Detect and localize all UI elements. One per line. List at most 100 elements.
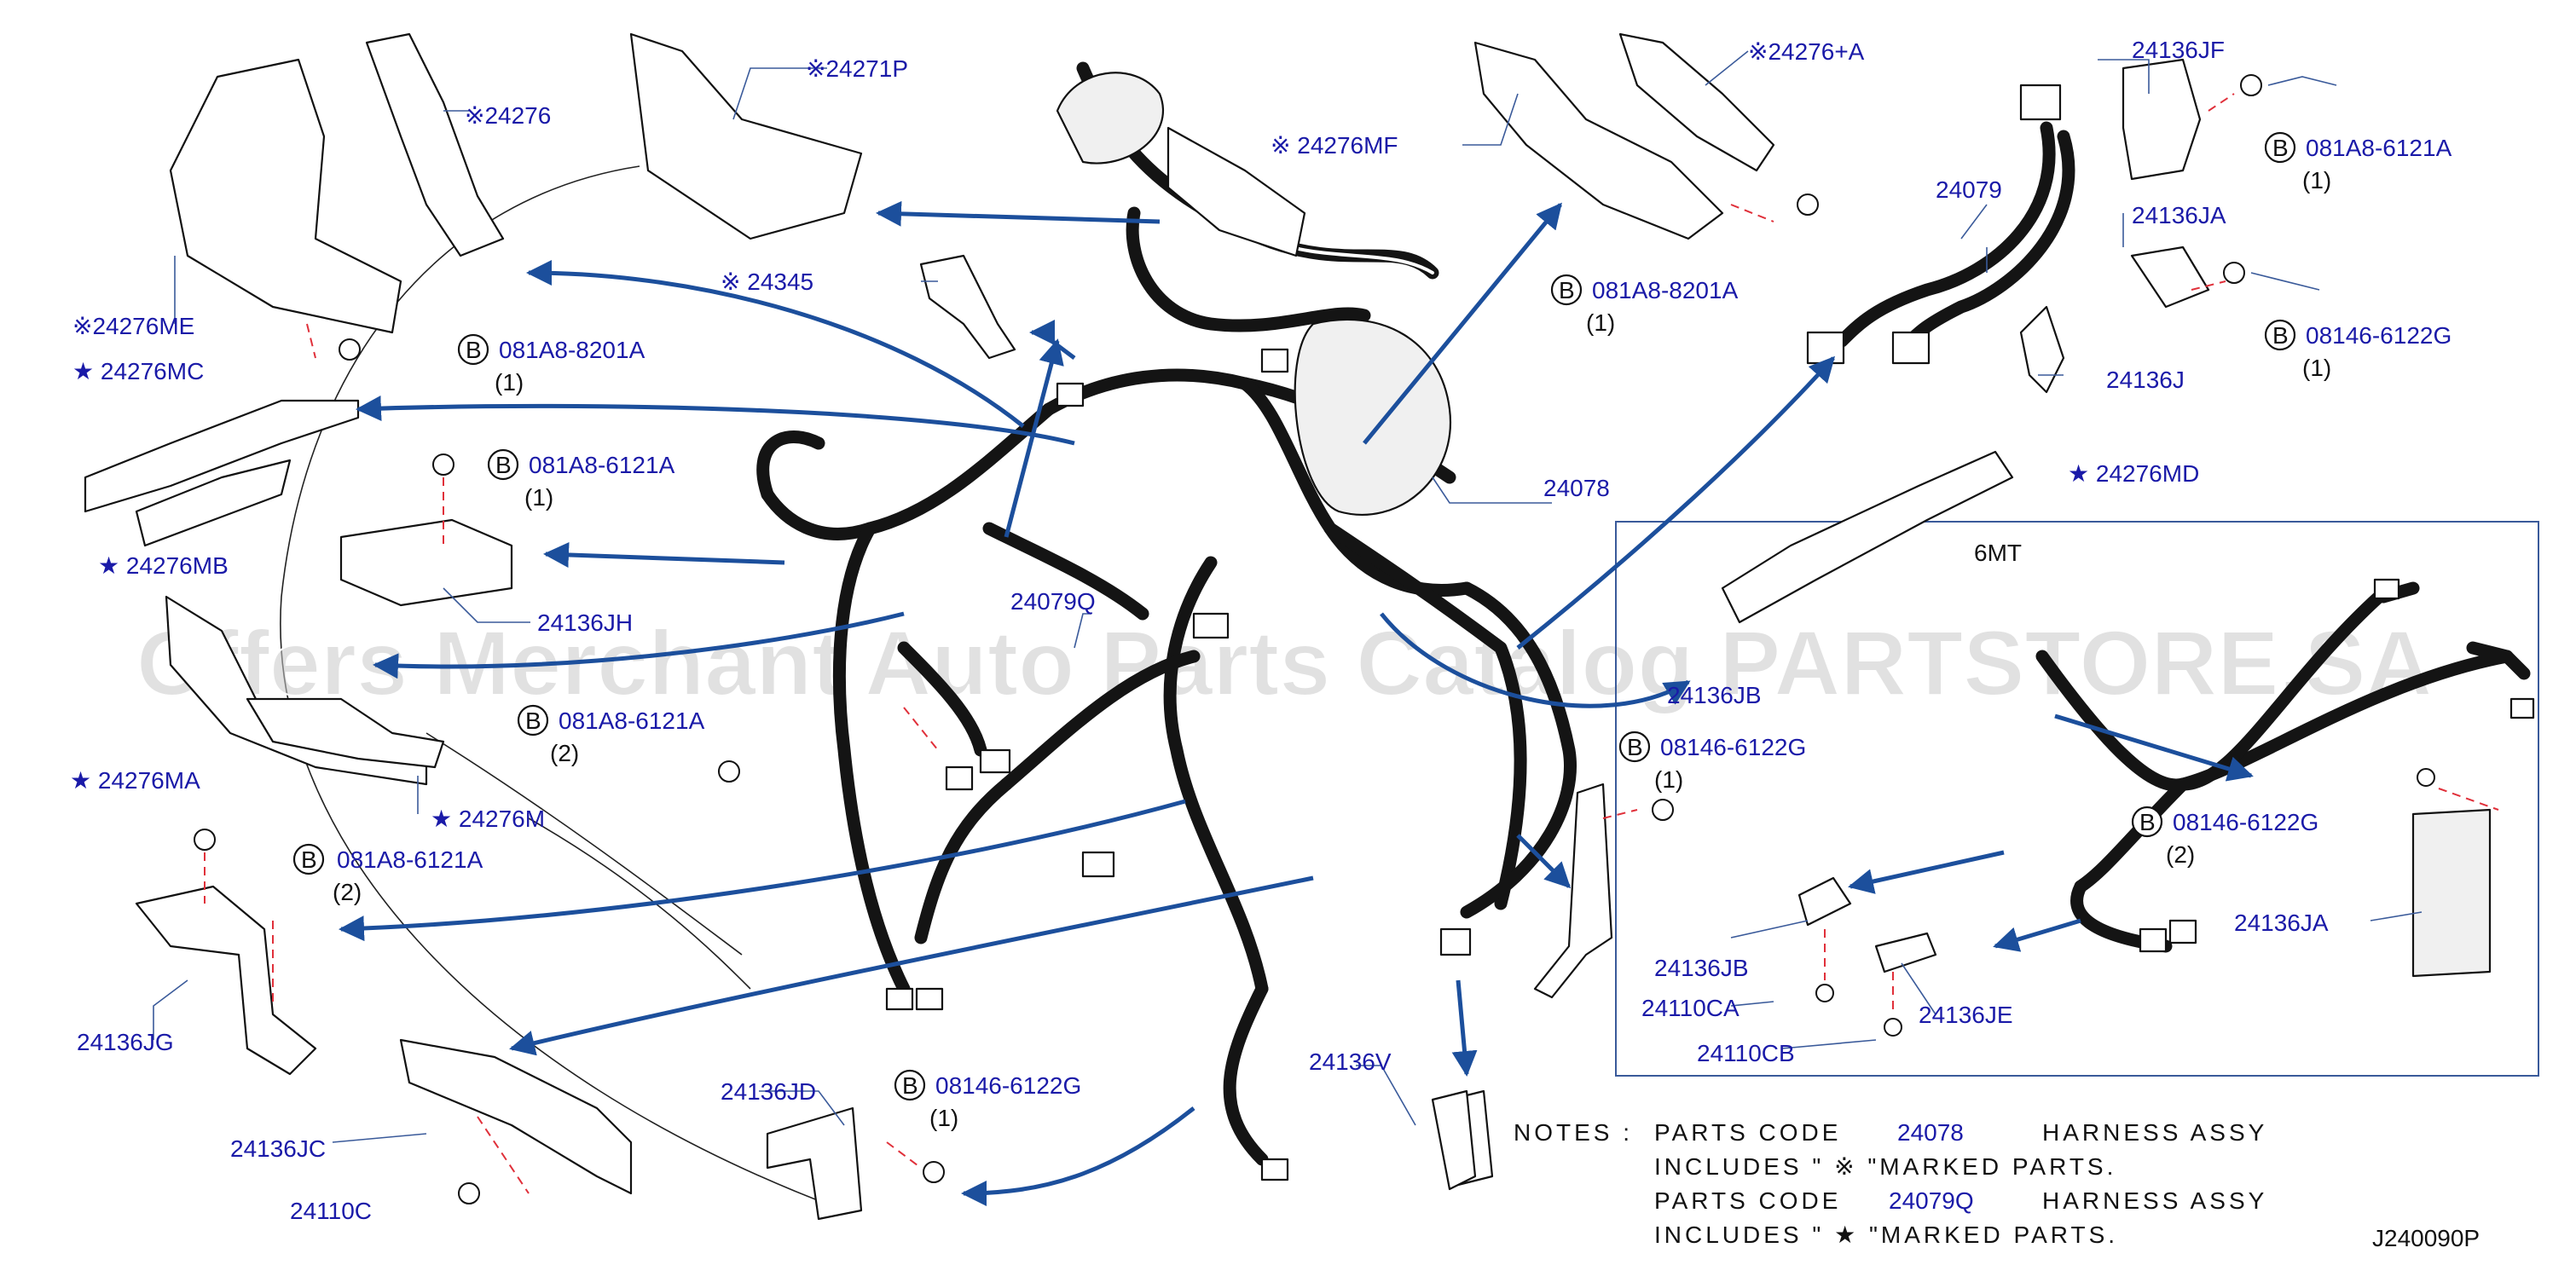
part-labels: ※24276 ※24271P ※ 24276MF ※24276+A ※ 2434…: [70, 37, 2329, 1224]
inset-connector: [2168, 919, 2197, 944]
label-24136JA-top: 24136JA: [2132, 202, 2226, 228]
cover-24276MF: [1473, 41, 1724, 240]
fastener-code: 08146-6122G: [935, 1072, 1081, 1099]
clip-24276M: [246, 697, 445, 769]
bolt-badge-icon: [292, 843, 325, 875]
bracket-24136JD: [766, 1106, 863, 1221]
fastener-qty: (1): [495, 369, 524, 396]
label-24276ME: ※24276ME: [72, 313, 194, 339]
connector: [1260, 1158, 1289, 1181]
watermark: Offers Merchant Auto Parts Catalog PARTS…: [136, 611, 2432, 714]
bolt-badge-icon: [894, 1069, 926, 1101]
label-24136JC: 24136JC: [230, 1135, 326, 1162]
fastener-code: 08146-6122G: [2173, 809, 2318, 835]
connector: [1056, 382, 1085, 407]
callout-081A8-6121A-right: B 081A8-6121A (1): [2264, 131, 2452, 194]
inset-connector: [2139, 927, 2168, 953]
bolt-icon: [718, 760, 740, 783]
label-24136JB-main: 24136JB: [1667, 682, 1762, 708]
bracket-24136JF: [2122, 58, 2202, 181]
cover-24276: [365, 32, 505, 257]
connector: [1891, 331, 1931, 365]
bolt-badge-icon: [2264, 131, 2296, 164]
fastener-qty: (1): [1586, 309, 1615, 336]
connector: [1439, 927, 1472, 956]
parts: [84, 32, 2262, 1221]
cover-24276ME: [169, 58, 402, 334]
fastener-code: 081A8-6121A: [529, 452, 675, 478]
inset-6mt: 6MT: [1615, 521, 2539, 1077]
callout-081A8-6121A-mid: B 081A8-6121A (2): [517, 704, 705, 766]
bracket-24136JA: [2130, 245, 2210, 309]
label-24079Q: 24079Q: [1010, 588, 1096, 615]
label-24276MF: ※ 24276MF: [1271, 132, 1398, 159]
svg-text:B: B: [902, 1072, 918, 1099]
inset-connector: [2373, 578, 2400, 600]
bolt-icon: [1797, 194, 1819, 216]
bracket-24136JG: [135, 885, 317, 1076]
label-24136V: 24136V: [1309, 1048, 1392, 1075]
bracket-24136JH: [339, 518, 513, 607]
callout-081A8-8201A-right: B 081A8-8201A (1): [1550, 274, 1739, 336]
inset-bracket-24136JE: [1874, 932, 1937, 973]
connector: [1192, 612, 1230, 639]
clip-24276MD: [1721, 450, 2014, 624]
label-24276M: ★ 24276M: [431, 806, 545, 832]
inset-title: 6MT: [1974, 540, 2022, 566]
label-24110CB: 24110CB: [1697, 1040, 1795, 1066]
fastener-code: 08146-6122G: [1660, 734, 1806, 760]
notes-line3-code: 24079Q: [1889, 1187, 1974, 1214]
bracket-24136V: [1431, 1089, 1477, 1191]
callout-08146-6122G-right: B 08146-6122G (1): [2264, 319, 2452, 381]
connector: [2019, 84, 2062, 121]
leader-lines: [153, 50, 2423, 1143]
fastener-qty: (1): [2302, 167, 2331, 194]
bolt-callouts: B 081A8-8201A (1) B 081A8-6121A (1) B 08…: [292, 131, 2452, 1131]
inset-bracket-24136JA: [2411, 808, 2492, 978]
label-24276MC: ★ 24276MC: [72, 358, 204, 384]
bolt-icon: [1652, 799, 1674, 821]
label-24276MA: ★ 24276MA: [70, 767, 200, 794]
fastener-qty: (1): [929, 1105, 958, 1131]
notes: NOTES : PARTS CODE 24078 HARNESS ASSY IN…: [1514, 1119, 2264, 1248]
svg-text:B: B: [495, 452, 512, 478]
fastener-code: 081A8-6121A: [2306, 135, 2452, 161]
bolt-badge-icon: [457, 333, 489, 366]
label-24345: ※ 24345: [721, 269, 813, 295]
svg-text:B: B: [2272, 322, 2289, 349]
bolt-icon: [458, 1182, 480, 1204]
inset-bracket-24136JB: [1797, 876, 1852, 927]
fastener-code: 081A8-6121A: [337, 846, 483, 873]
callout-08146-6122G-bottom: B 08146-6122G (1): [894, 1069, 1081, 1131]
label-24276MD: ★ 24276MD: [2068, 460, 2199, 487]
label-24110C: 24110C: [290, 1198, 372, 1224]
svg-text:B: B: [2272, 135, 2289, 161]
connector: [1260, 348, 1289, 373]
fastener-qty: (1): [2302, 355, 2331, 381]
harness-grommet: [1056, 72, 1165, 165]
diagram-id: J240090P: [2372, 1225, 2480, 1251]
cover-24276A: [1618, 32, 1775, 172]
notes-line1-code: 24078: [1897, 1119, 1964, 1146]
fastener-code: 081A8-8201A: [1592, 277, 1739, 303]
bracket-24136J: [2019, 305, 2065, 394]
fastener-code: 081A8-8201A: [499, 337, 645, 363]
bolt-icon: [2417, 768, 2435, 787]
label-24136JA-inset: 24136JA: [2234, 910, 2329, 936]
bolt-icon: [432, 453, 454, 476]
bracket-24136JB: [1533, 783, 1613, 999]
fastener-qty: (2): [550, 740, 579, 766]
bracket-24271P: [629, 32, 863, 240]
callout-08146-6122G-inset: B 08146-6122G (2): [2131, 806, 2318, 868]
label-24079: 24079: [1936, 176, 2002, 203]
label-24136JD: 24136JD: [721, 1078, 816, 1105]
bolt-icon: [1815, 984, 1834, 1002]
bolt-badge-icon: [487, 448, 519, 481]
connector: [1081, 851, 1115, 878]
assembly-arrows: [339, 200, 2254, 1206]
bolt-badge-icon: [1618, 731, 1651, 763]
label-24136JG: 24136JG: [77, 1029, 174, 1055]
bracket-24136JC: [399, 1038, 633, 1195]
bolt-icon: [1884, 1018, 1902, 1037]
connector: [915, 987, 944, 1011]
